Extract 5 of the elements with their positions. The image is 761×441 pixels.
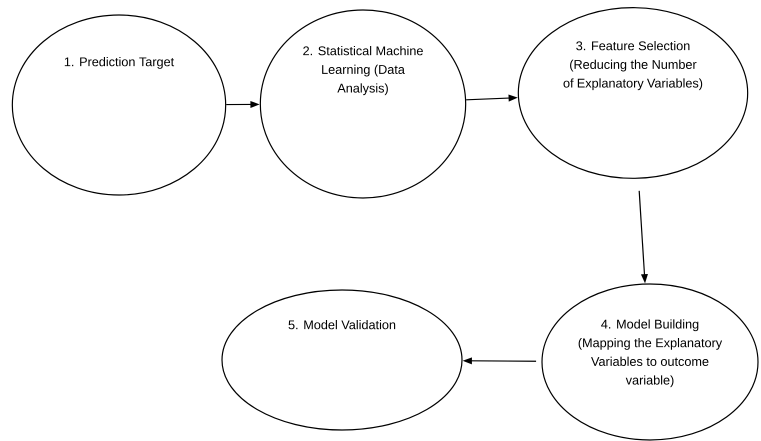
ellipse-node: 1. Prediction Target: [12, 14, 226, 196]
ellipse-node: 3. Feature Selection (Reducing the Number of Explanatory Variables): [518, 7, 748, 179]
ellipse-node: 2. Statistical Machine Learning (Data Analysis): [260, 9, 466, 199]
ellipse-node: 4. Model Building (Mapping the Explanatory Variables to outcome variable): [541, 283, 759, 441]
ellipse-node: 5. Model Validation: [221, 289, 463, 431]
